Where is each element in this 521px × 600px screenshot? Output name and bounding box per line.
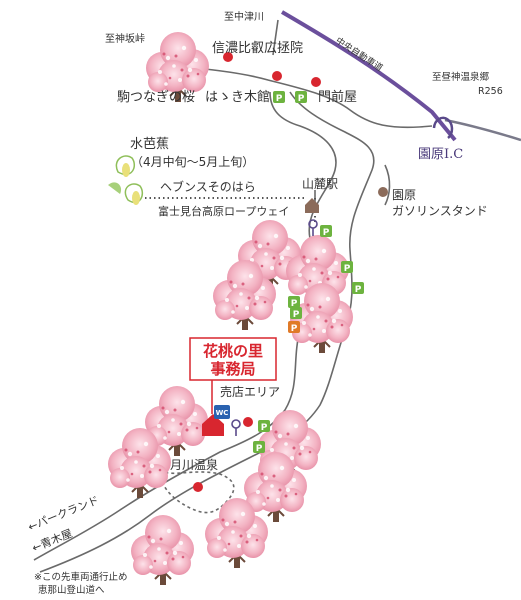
label-tsukikawa-onsen: 月川温泉: [170, 458, 218, 472]
label-sonohara-ic: 園原I.C: [418, 147, 463, 162]
label-sanroku-station: 山麓駅: [302, 177, 338, 191]
gas-station-marker: [378, 187, 388, 197]
cherry-blossom-trees: [107, 31, 354, 586]
office-house-icon: [202, 414, 224, 436]
tsukikawa-onsen-marker: [193, 482, 203, 492]
label-note-line2: 恵那山登山道へ: [38, 584, 105, 596]
parking-markers: P: [253, 91, 364, 454]
label-shinano-hospital: 信濃比叡広拯院: [212, 41, 303, 56]
label-to-hirugami: 至昼神温泉郷: [432, 71, 490, 83]
mizubasho-flowers: [108, 155, 144, 205]
label-ropeway: 富士見台高原ロープウェイ: [158, 204, 289, 218]
info-pin-icon-2: [308, 219, 318, 236]
poi-markers: [193, 52, 388, 492]
svg-text:WC: WC: [216, 409, 229, 417]
interchange-marker: [432, 116, 454, 139]
shop-area-marker: [243, 417, 253, 427]
svg-text:P: P: [291, 324, 298, 334]
label-sonohara: 園原: [392, 188, 416, 202]
office-callout: 花桃の里 事務局: [189, 337, 277, 414]
wc-icon: WC: [214, 405, 230, 419]
label-mizubasho-period: （4月中旬〜5月上旬）: [131, 154, 254, 169]
info-pin-icon: [231, 419, 241, 436]
hakiki-kan-marker: [272, 71, 282, 81]
label-to-misakatoge: 至神坂峠: [105, 32, 145, 45]
route-256-line: [444, 118, 521, 142]
sanroku-station-icon: [305, 198, 319, 213]
office-name-line1: 花桃の里: [203, 342, 263, 360]
shinano-hospital-marker: [223, 52, 233, 62]
label-koma-tsunagi: 駒つなぎの桜: [117, 90, 195, 105]
label-gas-station: ガソリンスタンド: [392, 204, 488, 218]
label-park-land: ←パークランド: [26, 494, 101, 534]
label-hakiki-kan: はゝき木館: [205, 90, 270, 105]
label-shop-area: 売店エリア: [220, 384, 280, 399]
label-r256: R256: [478, 86, 503, 97]
label-note-line1: ※この先車両通行止め: [34, 571, 127, 583]
chuo-expressway-line: [280, 10, 457, 142]
monzen-ya-marker: [311, 77, 321, 87]
office-name-line2: 事務局: [210, 360, 255, 378]
label-monzen-ya: 門前屋: [318, 89, 357, 105]
label-chuo-expressway: 中央自動車道: [333, 34, 385, 73]
label-heavens-sonohara: ヘブンスそのはら: [160, 179, 256, 194]
label-to-nakatsugawa: 至中津川: [224, 10, 264, 23]
label-mizubasho: 水芭蕉: [130, 137, 169, 152]
